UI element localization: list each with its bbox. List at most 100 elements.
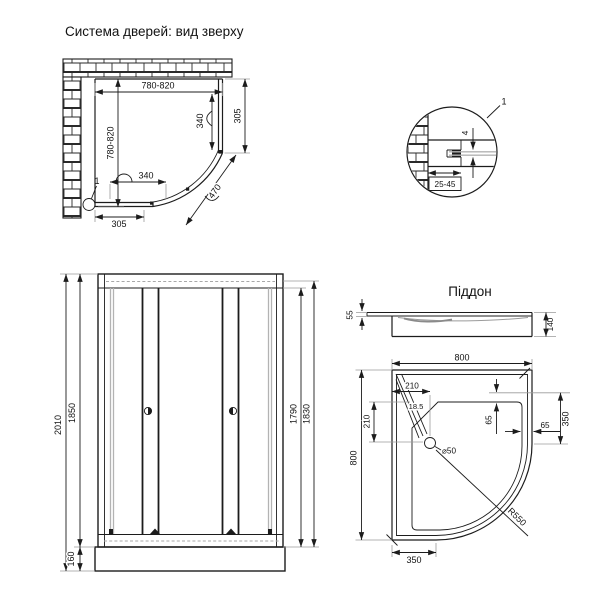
detail-view-circle bbox=[406, 106, 498, 198]
tray-top-view: ⌀50 18.5 R550 800 800 210 210 65 bbox=[349, 353, 571, 566]
ext-lines bbox=[109, 184, 167, 199]
door-roller-mark bbox=[186, 187, 190, 191]
dim-glass-height-label: 1830 bbox=[302, 404, 312, 424]
front-view-drawing: 2010 1850 160 1790 1830 bbox=[53, 273, 319, 572]
glass-panel-lines bbox=[449, 151, 497, 156]
dim-offset-top: 65 bbox=[483, 379, 570, 434]
detail-view-drawing: 4 25-45 1 bbox=[406, 97, 507, 198]
frame-outline bbox=[97, 273, 284, 548]
corner-ticks bbox=[386, 367, 531, 546]
dim-depth-label: 780-820 bbox=[106, 126, 116, 159]
dim-corner-depth: 210 bbox=[361, 401, 423, 443]
profile-channel bbox=[446, 140, 462, 167]
drain-hole bbox=[424, 437, 436, 449]
ext-lines bbox=[356, 312, 367, 317]
detail-circle-mark bbox=[82, 198, 96, 211]
dim-base-height-label: 160 bbox=[66, 551, 76, 566]
dim-slope-label: 18.5 bbox=[409, 402, 424, 411]
dim-door-right-label: 340 bbox=[195, 113, 205, 128]
front-right-dimensions: 1790 1830 bbox=[283, 280, 319, 548]
tray-rim-outline bbox=[396, 374, 528, 536]
dim-height-label: 140 bbox=[546, 317, 555, 331]
tray-body-outline bbox=[391, 312, 533, 338]
tray-basin-outline bbox=[411, 401, 523, 531]
dim-tray-depth-label: 800 bbox=[349, 450, 359, 465]
dim-line bbox=[185, 154, 237, 226]
dim-side-bottom-label: 350 bbox=[406, 555, 421, 565]
brick-wall-detail bbox=[407, 107, 428, 197]
drain-leader bbox=[434, 446, 442, 451]
fixed-panel-right bbox=[217, 79, 224, 154]
tray-surface-shade bbox=[403, 317, 453, 323]
dim-total-height-label: 2010 bbox=[53, 415, 63, 435]
ext-lines bbox=[355, 369, 392, 541]
callout-label: 1 bbox=[501, 97, 506, 107]
dim-radius-label: R550 bbox=[506, 506, 528, 528]
dim-thickness: 4 bbox=[461, 128, 476, 178]
tray-outer-outline bbox=[391, 369, 533, 541]
dim-width-label: 780-820 bbox=[141, 81, 174, 91]
detail-ref-label: 1 bbox=[94, 176, 99, 186]
dim-right-panel-label: 305 bbox=[233, 108, 243, 123]
dim-door-right: 340 bbox=[194, 93, 215, 151]
roller-left bbox=[150, 528, 160, 534]
dim-side-right-label: 350 bbox=[561, 411, 571, 426]
dim-rim: 55 bbox=[346, 299, 367, 330]
dim-depth: 780-820 bbox=[98, 78, 124, 208]
guide-block-right bbox=[268, 529, 272, 534]
door-roller-mark bbox=[219, 150, 223, 154]
door-stiles bbox=[141, 288, 240, 534]
dim-rim-label: 55 bbox=[346, 310, 355, 320]
dim-bottom-panel: 305 bbox=[94, 210, 145, 229]
guide-block-left bbox=[109, 529, 113, 534]
dim-tray-width-label: 800 bbox=[454, 353, 469, 363]
frame-inner-verticals bbox=[104, 274, 277, 547]
dim-corner-width-label: 210 bbox=[405, 382, 419, 391]
dim-side-bottom: 350 bbox=[391, 543, 437, 565]
dim-tray-depth: 800 bbox=[349, 369, 392, 541]
dim-door-bottom-label: 340 bbox=[138, 171, 153, 181]
dim-right-panel: 305 bbox=[224, 78, 250, 154]
dim-offset-right-label: 65 bbox=[540, 421, 550, 430]
dim-door-height-label: 1790 bbox=[289, 404, 299, 424]
tray-side-view: Піддон 55 140 bbox=[346, 284, 556, 338]
tray-surface-line bbox=[397, 317, 529, 322]
dim-bottom-panel-label: 305 bbox=[111, 219, 126, 229]
tray-base-front bbox=[94, 546, 286, 572]
door-handle-left-fill bbox=[148, 407, 152, 415]
glass-clamp-block bbox=[452, 150, 461, 157]
dim-height: 140 bbox=[534, 312, 556, 337]
roller-right bbox=[226, 528, 236, 534]
dim-drain-label: ⌀50 bbox=[442, 447, 456, 456]
tray-rim-lines bbox=[366, 312, 532, 317]
dim-frame-height-label: 1850 bbox=[67, 403, 77, 423]
dim-width: 780-820 bbox=[94, 79, 223, 96]
leader-line bbox=[91, 185, 97, 199]
dim-opening-label: 470 bbox=[206, 182, 223, 200]
door-arc-bump bbox=[206, 110, 213, 127]
front-left-dimensions: 2010 1850 160 bbox=[53, 273, 98, 572]
top-view-title: Система дверей: вид зверху bbox=[65, 24, 244, 39]
dim-tray-width: 800 bbox=[391, 353, 533, 370]
dim-corner-depth-label: 210 bbox=[363, 414, 372, 428]
top-view-drawing: Система дверей: вид зверху 340 340 bbox=[62, 24, 250, 229]
dim-corner-width: 210 bbox=[391, 380, 431, 436]
brick-wall-left bbox=[62, 76, 82, 219]
brick-wall-top bbox=[62, 58, 233, 78]
door-roller-mark bbox=[150, 201, 154, 205]
opening-arc-bump bbox=[204, 195, 220, 201]
dim-side-right: 350 bbox=[534, 392, 571, 445]
dim-adjust-label: 25-45 bbox=[435, 180, 456, 189]
fixed-glass-panels bbox=[109, 288, 273, 534]
door-handle-right-fill bbox=[229, 407, 233, 415]
fixed-panel-bottom bbox=[95, 201, 154, 208]
label-box bbox=[428, 176, 462, 191]
dim-thickness-label: 4 bbox=[461, 130, 470, 135]
profile-outer-lines bbox=[428, 139, 497, 168]
dim-offset-right: 65 bbox=[505, 420, 560, 435]
tray-title: Піддон bbox=[448, 284, 491, 299]
dim-offset-top-label: 65 bbox=[485, 415, 494, 425]
detail-callout: 1 bbox=[486, 97, 507, 119]
